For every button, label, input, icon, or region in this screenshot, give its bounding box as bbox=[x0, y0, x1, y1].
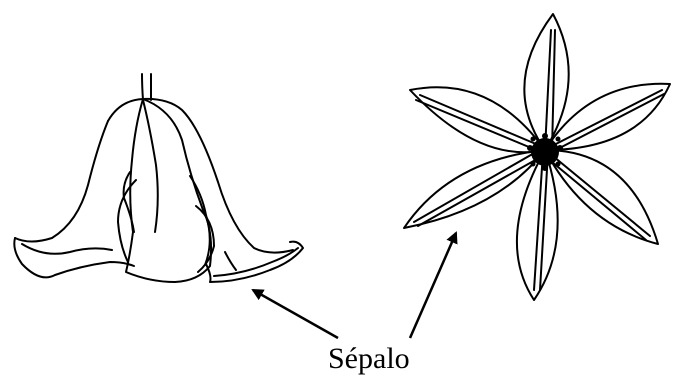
bell-flower-drawing bbox=[14, 74, 303, 282]
arrow-to-star-sepal bbox=[410, 233, 456, 338]
left-sepal bbox=[14, 238, 134, 277]
pointer-arrows bbox=[253, 233, 456, 338]
sepal-label: Sépalo bbox=[328, 342, 410, 376]
stamen-tips bbox=[142, 74, 151, 100]
stamen-cluster bbox=[527, 133, 563, 171]
bell-outline bbox=[108, 99, 293, 253]
arrow-to-bell-sepal bbox=[253, 290, 338, 338]
